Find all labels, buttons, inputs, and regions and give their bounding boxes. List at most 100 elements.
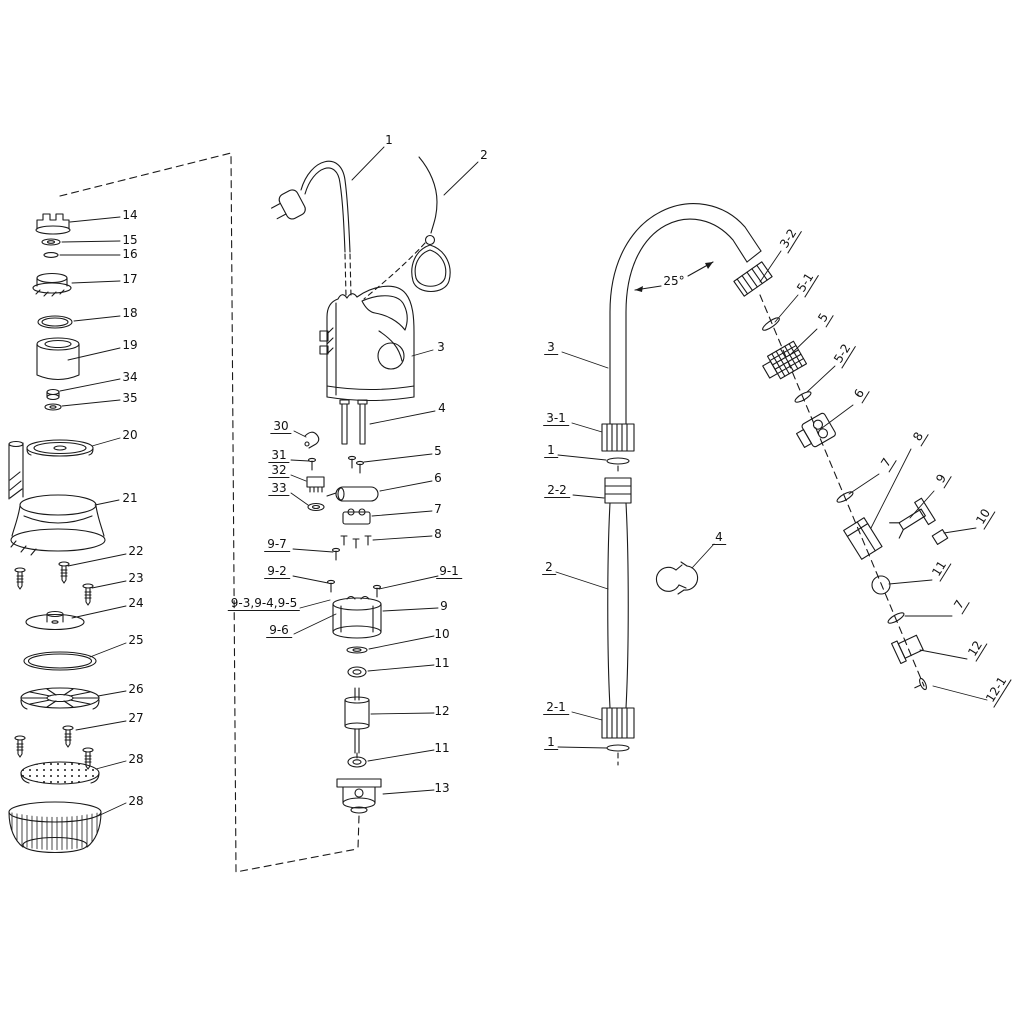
leader-line [561, 351, 609, 369]
leader-line [932, 685, 988, 701]
leader-line [848, 473, 880, 495]
leader-line [557, 746, 608, 749]
part-5-2-washer [794, 391, 812, 403]
leader-line [94, 499, 120, 506]
part-34-nut [46, 388, 60, 401]
leader-line [571, 422, 603, 433]
part-33-gasket [307, 502, 325, 512]
part-2-hose-lower [607, 502, 629, 709]
leader-line [943, 527, 977, 534]
assembly-pump-body [8, 152, 358, 873]
part-3-hose-upper [609, 203, 762, 425]
leader-line [293, 613, 337, 635]
part-12-fitting [891, 634, 924, 665]
part-17-bearing [32, 272, 72, 297]
part-6-capacitor [326, 486, 379, 502]
leader-line [379, 480, 433, 492]
leader-line [95, 760, 127, 770]
leader-line [71, 605, 127, 619]
part-14-cap [35, 213, 71, 235]
leader-line [368, 635, 435, 650]
leader-line [290, 474, 307, 482]
leader-line [67, 553, 127, 567]
part-21-volute-housing [8, 440, 106, 556]
part-31-screw [307, 457, 317, 471]
part-10-cap [931, 529, 949, 545]
part-10-washer [346, 646, 368, 654]
leader-line [91, 580, 127, 589]
part-2-2-coupling [604, 477, 632, 504]
leader-line [351, 146, 385, 181]
leader-line [870, 448, 912, 529]
leader-line [371, 510, 433, 517]
leader-line [370, 712, 435, 715]
part-3-2-hose-tail [733, 261, 773, 297]
leader-line [61, 399, 121, 407]
leader-line [367, 749, 435, 762]
fittings-axis-dashed [759, 294, 925, 687]
angle-annotation-arrows [634, 261, 714, 292]
leader-line [59, 378, 121, 392]
assembly-hose-kit [601, 203, 949, 766]
leader-line [69, 216, 121, 223]
part-2-float-switch [363, 156, 451, 300]
leader-line [293, 430, 307, 438]
leader-line [691, 543, 715, 569]
leader-line [571, 711, 603, 721]
leader-line [382, 789, 435, 795]
part-23-screw [82, 583, 94, 606]
part-15-washer [41, 238, 61, 246]
leader-line [411, 349, 434, 357]
part-5-screw [347, 455, 357, 469]
leader-line [97, 690, 127, 697]
part-2-1-coupling [601, 707, 635, 739]
leader-line [572, 494, 605, 499]
centerline-dashed [357, 815, 360, 849]
leader-line [821, 404, 854, 429]
part-7-washer-lower [887, 612, 905, 624]
part-19-sleeve [36, 337, 80, 381]
leader-line [888, 579, 933, 585]
part-11-ball [871, 575, 891, 595]
leader-line [443, 161, 479, 196]
leader-line [382, 607, 439, 612]
leader-line [555, 571, 609, 590]
part-5-1-washer [762, 317, 780, 331]
leader-line [290, 459, 310, 462]
leader-line [292, 575, 329, 584]
part-5-adapter [762, 340, 808, 380]
leader-lines-layer [59, 146, 988, 817]
leader-line [71, 280, 121, 284]
leader-line [299, 599, 331, 609]
assembly-motor-unit [270, 156, 451, 849]
part-27-screw [62, 725, 74, 748]
part-8-screws [340, 535, 372, 549]
part-9-2-screw [326, 579, 336, 593]
part-12-1-tip [914, 677, 927, 691]
leader-line [372, 535, 433, 541]
part-3-1-coupling [601, 423, 635, 452]
part-1-washer-upper [606, 457, 630, 475]
part-9-7-screw [331, 547, 341, 561]
leader-line [75, 720, 127, 731]
part-32-terminal-block [306, 476, 325, 493]
leader-line [790, 328, 818, 355]
part-6-valve-body [795, 412, 836, 448]
part-9-stator [332, 595, 382, 639]
leader-line [909, 490, 935, 519]
leader-line [774, 294, 799, 323]
leader-line [97, 802, 127, 817]
leader-line [91, 437, 121, 447]
part-28-perforated-plate [20, 761, 100, 785]
part-5-screw [355, 460, 365, 474]
leader-line [292, 548, 334, 553]
part-18-oring [37, 315, 73, 329]
part-11-bearing [347, 666, 367, 678]
part-22-screw [58, 561, 70, 584]
part-3-motor-housing [319, 285, 415, 402]
leader-line [61, 240, 121, 243]
leader-line [89, 642, 127, 658]
leader-line [73, 315, 121, 322]
